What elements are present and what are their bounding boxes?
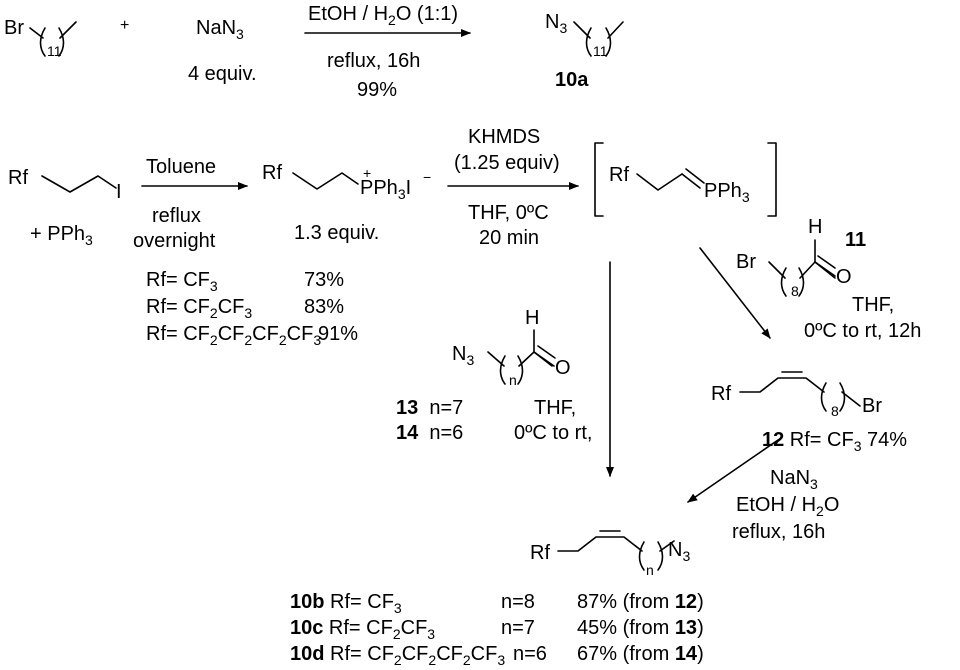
- aldehyde-11-H: H: [808, 216, 823, 238]
- aldehyde-1314-bracket-right: [517, 355, 524, 385]
- compound-12-bonds: [739, 377, 825, 393]
- compound-11-label: 11: [845, 229, 867, 251]
- compound-14-row: 14 n=6: [396, 422, 464, 444]
- rf-label-product: Rf: [530, 542, 550, 564]
- iodide-minus: −: [423, 169, 432, 185]
- condition-reflux: reflux: [152, 205, 201, 227]
- phosphonium-group: PPh3I: [360, 177, 412, 202]
- aldehyde-11-bracket-left: [780, 267, 787, 297]
- azide-bracket-left: [585, 27, 592, 57]
- chain-count-11b: 11: [593, 43, 608, 59]
- result-row-10c: 10c Rf= CF2CF3: [290, 617, 436, 642]
- ylide-phosphorus: PPh3: [704, 180, 750, 205]
- product-n: n: [646, 562, 654, 578]
- base-solvent: THF, 0ºC: [468, 202, 549, 224]
- solvent-1: EtOH / H2O (1:1): [308, 3, 459, 28]
- aldehyde-1314-n: n: [509, 372, 517, 388]
- ylide-double-bond: [681, 168, 705, 189]
- rf-row: Rf= CF2CF2CF2CF3: [146, 323, 322, 348]
- product-bracket-right: [657, 541, 664, 571]
- rf-label-12: Rf: [711, 383, 731, 405]
- compound-12-desc: 12 Rf= CF3 74%: [762, 429, 908, 454]
- rf-yield: 73%: [304, 269, 345, 291]
- azide-bracket-right: [605, 27, 612, 57]
- condition-overnight: overnight: [133, 230, 216, 252]
- result-n: n=7: [501, 617, 535, 639]
- azidation-reagent: NaN3: [770, 467, 818, 492]
- sodium-azide: NaN3: [196, 17, 244, 42]
- reaction-arrow-diagonal-2: [687, 439, 779, 503]
- aldehyde-1314-H: H: [525, 307, 540, 329]
- plus-sign: +: [120, 17, 130, 34]
- compound-12-Br: Br: [862, 395, 882, 417]
- condition-11-solvent: THF,: [852, 294, 895, 316]
- ylide-bracket-right: [767, 142, 777, 217]
- rf-row: Rf= CF3: [146, 269, 218, 294]
- result-n: n=8: [501, 591, 535, 613]
- iodine-label: I: [116, 181, 122, 203]
- result-yield: 87% (from 12): [577, 591, 704, 613]
- condition-11-temp: 0ºC to rt, 12h: [804, 320, 922, 342]
- product-azide: N3: [668, 539, 691, 564]
- product-bonds: [557, 536, 643, 552]
- azide-chain-bonds: [573, 21, 624, 39]
- azide-group: N3: [545, 11, 568, 36]
- ylide-bracket-left: [594, 142, 604, 217]
- compound-12-count: 8: [831, 403, 839, 419]
- result-yield: 45% (from 13): [577, 617, 704, 639]
- rf-label-ylide: Rf: [609, 164, 629, 186]
- result-n: n=6: [513, 643, 547, 665]
- aldehyde-11-Br: Br: [736, 251, 756, 273]
- result-row-10d: 10d Rf= CF2CF2CF2CF3: [290, 643, 506, 668]
- rf-yield: 91%: [318, 323, 359, 345]
- base-time: 20 min: [479, 227, 540, 249]
- iodoalkane-bonds: [41, 175, 117, 193]
- rf-label-salt: Rf: [262, 162, 282, 184]
- azide-equiv: 4 equiv.: [188, 63, 257, 85]
- azidation-solvent: EtOH / H2O: [736, 494, 840, 519]
- reaction-arrow-diagonal-1: [699, 247, 771, 339]
- chain-count-11: 11: [47, 43, 62, 59]
- aldehyde-1314-O: O: [555, 357, 571, 379]
- chain-bracket-left: [39, 27, 46, 57]
- aldehyde-11-count: 8: [791, 283, 799, 299]
- bromoalkane-bonds: [29, 21, 77, 39]
- aldehyde-11-O: O: [836, 266, 852, 288]
- rf-row: Rf= CF2CF3: [146, 296, 253, 321]
- product-chain: [659, 540, 675, 552]
- salt-equiv: 1.3 equiv.: [294, 222, 380, 244]
- yield-1: 99%: [357, 79, 398, 101]
- result-yield: 67% (from 14): [577, 643, 704, 665]
- phosphonium-plus: +: [363, 165, 372, 181]
- aldehyde-1314-azide: N3: [452, 343, 475, 368]
- rf-label-iodide: Rf: [8, 167, 28, 189]
- triphenylphosphine: + PPh3: [30, 223, 93, 248]
- base-equiv: (1.25 equiv): [454, 152, 560, 174]
- rf-yield: 83%: [304, 296, 345, 318]
- compound-12-bracket-right: [839, 382, 846, 412]
- ylide-bonds: [636, 173, 683, 191]
- compound-12-bracket-left: [820, 382, 827, 412]
- toluene: Toluene: [146, 156, 217, 178]
- chain-bracket-right: [58, 27, 65, 57]
- condition-1314-solvent: THF,: [534, 397, 577, 419]
- base-khmds: KHMDS: [468, 126, 541, 148]
- aldehyde-1314-CO: [533, 345, 556, 367]
- phosphonium-bonds: [292, 172, 359, 190]
- aldehyde-11-bracket-right: [798, 267, 805, 297]
- compound-13-row: 13 n=7: [396, 397, 464, 419]
- aldehyde-11-CO: [814, 255, 836, 277]
- product-bracket-left: [638, 541, 645, 571]
- compound-10a-label: 10a: [555, 69, 589, 91]
- bromine-label: Br: [4, 17, 24, 39]
- aldehyde-1314-bracket-left: [499, 355, 506, 385]
- condition-1314-temp: 0ºC to rt,: [514, 422, 593, 444]
- condition-1: reflux, 16h: [327, 50, 421, 72]
- azidation-condition: reflux, 16h: [732, 521, 826, 543]
- result-row-10b: 10b Rf= CF3: [290, 591, 402, 616]
